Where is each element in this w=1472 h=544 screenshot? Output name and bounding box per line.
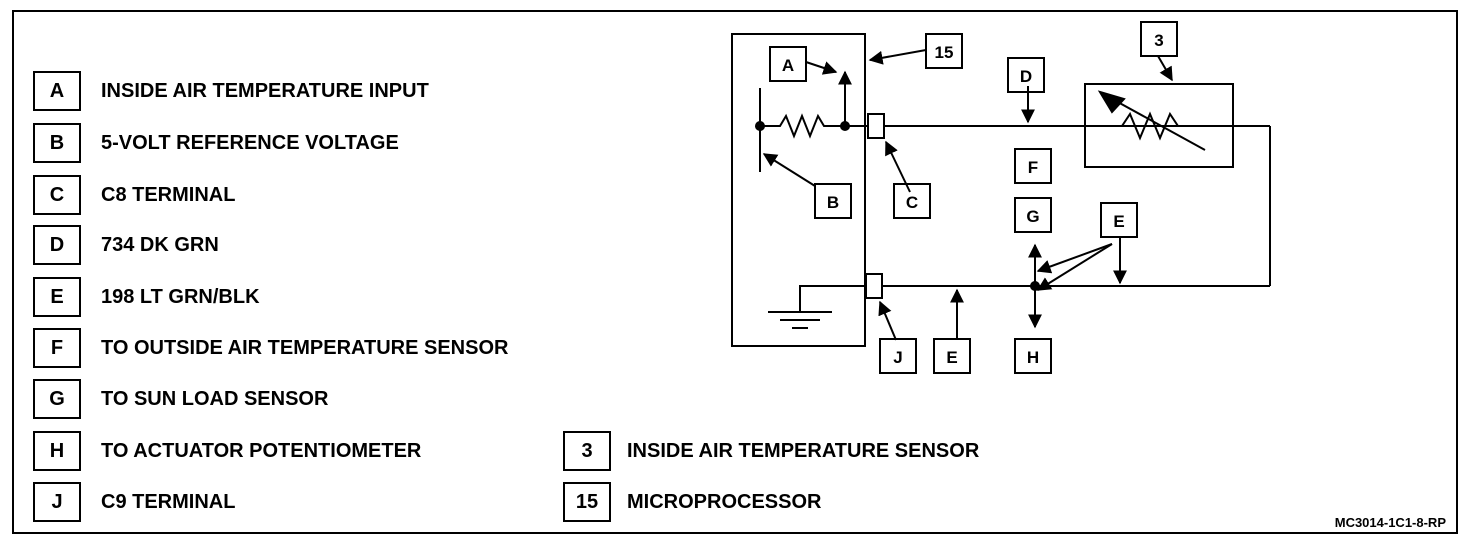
- ground-wire: [799, 285, 866, 312]
- legend-text-b: 5-VOLT REFERENCE VOLTAGE: [101, 132, 399, 154]
- leader-e: [1036, 243, 1113, 291]
- leader-j: [878, 300, 897, 341]
- callout-box-e: [1100, 202, 1138, 238]
- callout-box-b: [814, 183, 852, 219]
- figure-code: MC3014-1C1-8-RP: [1334, 515, 1446, 530]
- variable-arrowhead: [1097, 90, 1126, 114]
- callout-box-e2: [933, 338, 971, 374]
- legend-key-c: C: [33, 175, 81, 215]
- figure-frame: [12, 10, 1458, 534]
- leader-b: [762, 153, 816, 187]
- c8-terminal: [867, 113, 885, 139]
- callout-box-15: [925, 33, 963, 69]
- legend-key-j: J: [33, 482, 81, 522]
- callout-c: C: [906, 193, 918, 212]
- legend-key-d: D: [33, 225, 81, 265]
- callout-e2: E: [946, 348, 957, 367]
- callout-box-d: [1007, 57, 1045, 93]
- microprocessor-block: [731, 33, 866, 347]
- junction-dot: [755, 121, 765, 131]
- legend-text-c: C8 TERMINAL: [101, 184, 236, 206]
- legend-key-f: F: [33, 328, 81, 368]
- legend-key-3: 3: [563, 431, 611, 471]
- callout-15: 15: [935, 43, 954, 62]
- legend-text-3: INSIDE AIR TEMPERATURE SENSOR: [627, 440, 980, 462]
- legend-text-h: TO ACTUATOR POTENTIOMETER: [101, 440, 422, 462]
- internal-resistor: [760, 113, 868, 139]
- callout-e: E: [1113, 212, 1124, 231]
- legend-text-a: INSIDE AIR TEMPERATURE INPUT: [101, 80, 429, 102]
- variable-slash: [1104, 94, 1206, 151]
- sensor-resistor: [1085, 111, 1200, 141]
- callout-j: J: [893, 348, 902, 367]
- legend-key-e: E: [33, 277, 81, 317]
- callout-box-a: [769, 46, 807, 82]
- callout-box-c: [893, 183, 931, 219]
- callout-box-g: [1014, 197, 1052, 233]
- callout-box-j: [879, 338, 917, 374]
- callout-f: F: [1028, 158, 1038, 177]
- legend-key-a: A: [33, 71, 81, 111]
- callout-3: 3: [1154, 31, 1163, 50]
- legend-text-f: TO OUTSIDE AIR TEMPERATURE SENSOR: [101, 337, 509, 359]
- legend-text-15: MICROPROCESSOR: [627, 491, 822, 513]
- legend-key-15: 15: [563, 482, 611, 522]
- callout-box-3: [1140, 21, 1178, 57]
- legend-text-g: TO SUN LOAD SENSOR: [101, 388, 329, 410]
- callout-a: A: [782, 56, 794, 75]
- leader-e: [1036, 243, 1113, 274]
- callout-box-f: [1014, 148, 1052, 184]
- legend-key-g: G: [33, 379, 81, 419]
- callout-box-h: [1014, 338, 1052, 374]
- callout-h: H: [1027, 348, 1039, 367]
- leader-3: [1157, 55, 1173, 82]
- legend-text-e: 198 LT GRN/BLK: [101, 286, 260, 308]
- leader-a: [805, 61, 838, 75]
- legend-text-d: 734 DK GRN: [101, 234, 219, 256]
- legend-text-j: C9 TERMINAL: [101, 491, 236, 513]
- leader-15: [868, 49, 927, 65]
- legend-key-b: B: [33, 123, 81, 163]
- callout-d: D: [1020, 67, 1032, 86]
- callout-g: G: [1026, 207, 1039, 226]
- c9-terminal: [865, 273, 883, 299]
- callout-b: B: [827, 193, 839, 212]
- legend-key-h: H: [33, 431, 81, 471]
